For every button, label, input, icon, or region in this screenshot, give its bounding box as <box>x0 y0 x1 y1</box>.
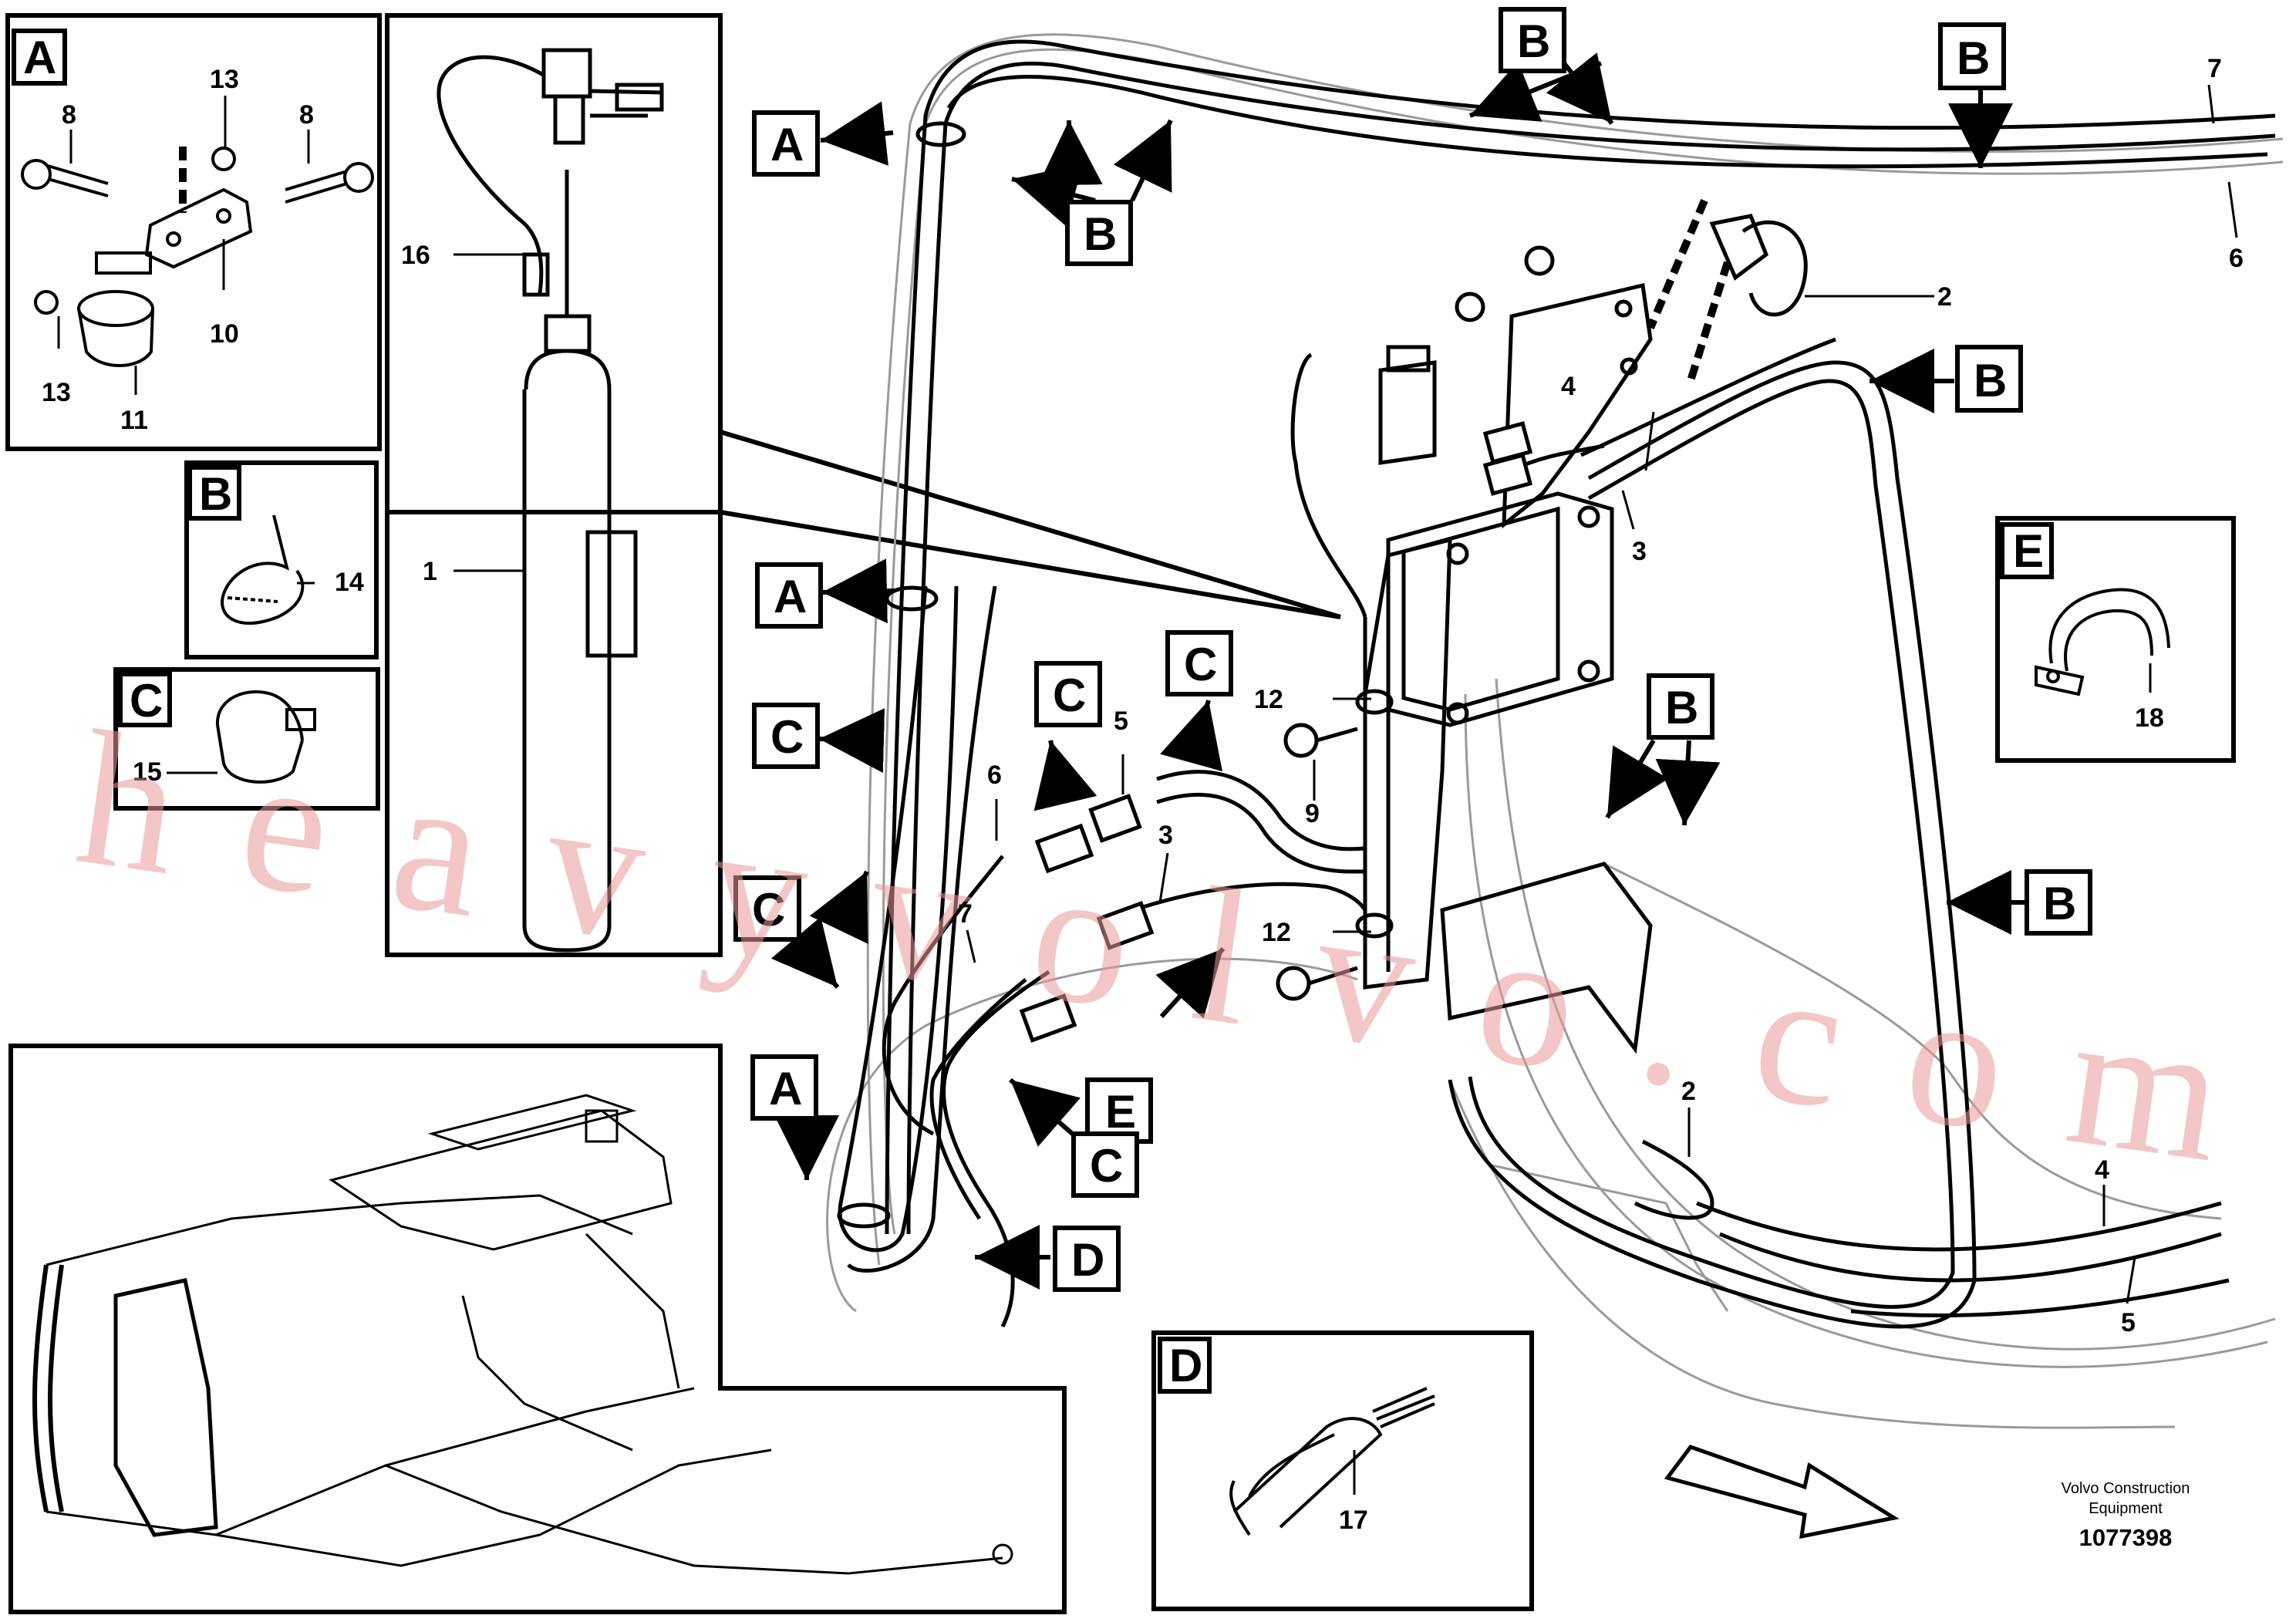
label-arrows <box>770 52 2025 1290</box>
callout-16: 16 <box>401 241 430 270</box>
callout-6-right: 6 <box>2229 244 2244 273</box>
detail-d-panel <box>1151 1330 1534 1611</box>
detail-a-panel <box>5 13 382 451</box>
label-e-main: E <box>1105 1086 1136 1138</box>
callout-8-left: 8 <box>62 100 76 130</box>
label-a-top: A <box>770 119 804 170</box>
label-d-detail: D <box>1169 1340 1202 1391</box>
fire-suppression-cylinder <box>437 48 664 953</box>
callout-18: 18 <box>2135 703 2164 733</box>
mounting-bracket <box>1363 537 1452 990</box>
detail-label-boxes <box>12 7 2092 1394</box>
label-b-mid-right: B <box>1665 682 1698 733</box>
label-c-center: C <box>1053 669 1086 721</box>
callout-7-top: 7 <box>2207 54 2222 83</box>
label-c-bottom: C <box>1090 1140 1123 1192</box>
label-c-lower: C <box>752 884 785 936</box>
detail-d-drawing <box>1229 1387 1435 1536</box>
lower-plate <box>1440 862 1653 1054</box>
panel-frames <box>5 13 2236 1614</box>
detail-c-panel <box>113 667 380 811</box>
label-b-top-right: B <box>1957 32 1990 84</box>
callout-2-top: 2 <box>1937 282 1952 312</box>
callout-8-right: 8 <box>299 100 314 130</box>
detail-e-drawing <box>2035 588 2170 696</box>
callout-13-top: 13 <box>210 65 239 94</box>
label-b-lower-right: B <box>2043 878 2076 929</box>
callout-12-lower: 12 <box>1262 918 1291 947</box>
callout-9: 9 <box>1305 799 1320 828</box>
callout-15: 15 <box>133 757 162 787</box>
detail-letters: A B C A B B B B A C C C C A E C D B B E … <box>23 15 2076 1391</box>
top-bracket <box>1502 282 1653 529</box>
detail-c-drawing <box>215 690 316 784</box>
control-box <box>1386 491 1614 727</box>
callout-14: 14 <box>335 568 364 597</box>
label-b-top-center: B <box>1517 15 1550 67</box>
direction-arrow <box>1664 1445 1900 1539</box>
document-number: 1077398 <box>2079 1524 2173 1551</box>
cylinder-pointer-lines <box>720 430 1341 619</box>
dashed-routing <box>179 147 1731 387</box>
hose-right-loop <box>1448 360 1977 1329</box>
detail-b-panel <box>184 460 379 659</box>
overview-drawing <box>32 1094 1013 1575</box>
label-a-mid: A <box>774 571 807 622</box>
main-view-frame <box>385 510 723 957</box>
callout-3-center: 3 <box>1158 821 1173 850</box>
callout-4: 4 <box>1561 372 1576 401</box>
label-c-left: C <box>770 711 804 763</box>
hose-5 <box>1156 770 1366 851</box>
callout-2-lower: 2 <box>1681 1077 1696 1106</box>
callout-6-center: 6 <box>987 760 1002 790</box>
callout-4-lower: 4 <box>2095 1155 2109 1185</box>
callout-5-center: 5 <box>1114 706 1128 736</box>
callout-17: 17 <box>1339 1506 1368 1535</box>
label-e-detail: E <box>2013 525 2044 577</box>
bolts-main <box>1276 723 1358 1001</box>
label-b-right: B <box>1974 355 2007 406</box>
callout-13-bottom: 13 <box>42 378 71 407</box>
callout-7-center: 7 <box>958 899 973 929</box>
callout-10: 10 <box>210 319 239 349</box>
label-b-top-left: B <box>1084 208 1117 260</box>
callout-5-lower: 5 <box>2121 1308 2136 1337</box>
detail-b-drawing <box>221 514 305 625</box>
label-a-detail: A <box>23 32 56 83</box>
leader-lines <box>57 84 2238 1495</box>
callout-3-top: 3 <box>1632 537 1647 566</box>
label-b-detail: B <box>199 468 232 520</box>
part-callouts: 8 13 8 10 13 11 14 15 16 1 2 7 6 4 3 12 … <box>42 54 2244 1535</box>
overview-panel <box>8 1044 1067 1614</box>
label-c-detail: C <box>130 675 163 727</box>
credit-line-2: Equipment <box>2089 1500 2163 1517</box>
detail-e-panel <box>1995 516 2236 763</box>
credit-line-1: Volvo Construction <box>2062 1480 2190 1497</box>
hose-outer-loop <box>885 39 2276 1235</box>
label-c-right: C <box>1184 639 1217 690</box>
label-d-main: D <box>1071 1234 1104 1286</box>
callout-11: 11 <box>120 406 148 435</box>
credit-block: Volvo Construction Equipment 1077398 <box>2062 1480 2190 1551</box>
hose-6 <box>882 855 1004 1136</box>
callout-1: 1 <box>423 557 437 586</box>
fittings <box>1019 421 1533 1043</box>
hose-3 <box>1133 882 1367 912</box>
detail-a-drawing <box>21 147 374 367</box>
callout-12-upper: 12 <box>1254 685 1283 714</box>
label-a-lower: A <box>769 1063 802 1114</box>
